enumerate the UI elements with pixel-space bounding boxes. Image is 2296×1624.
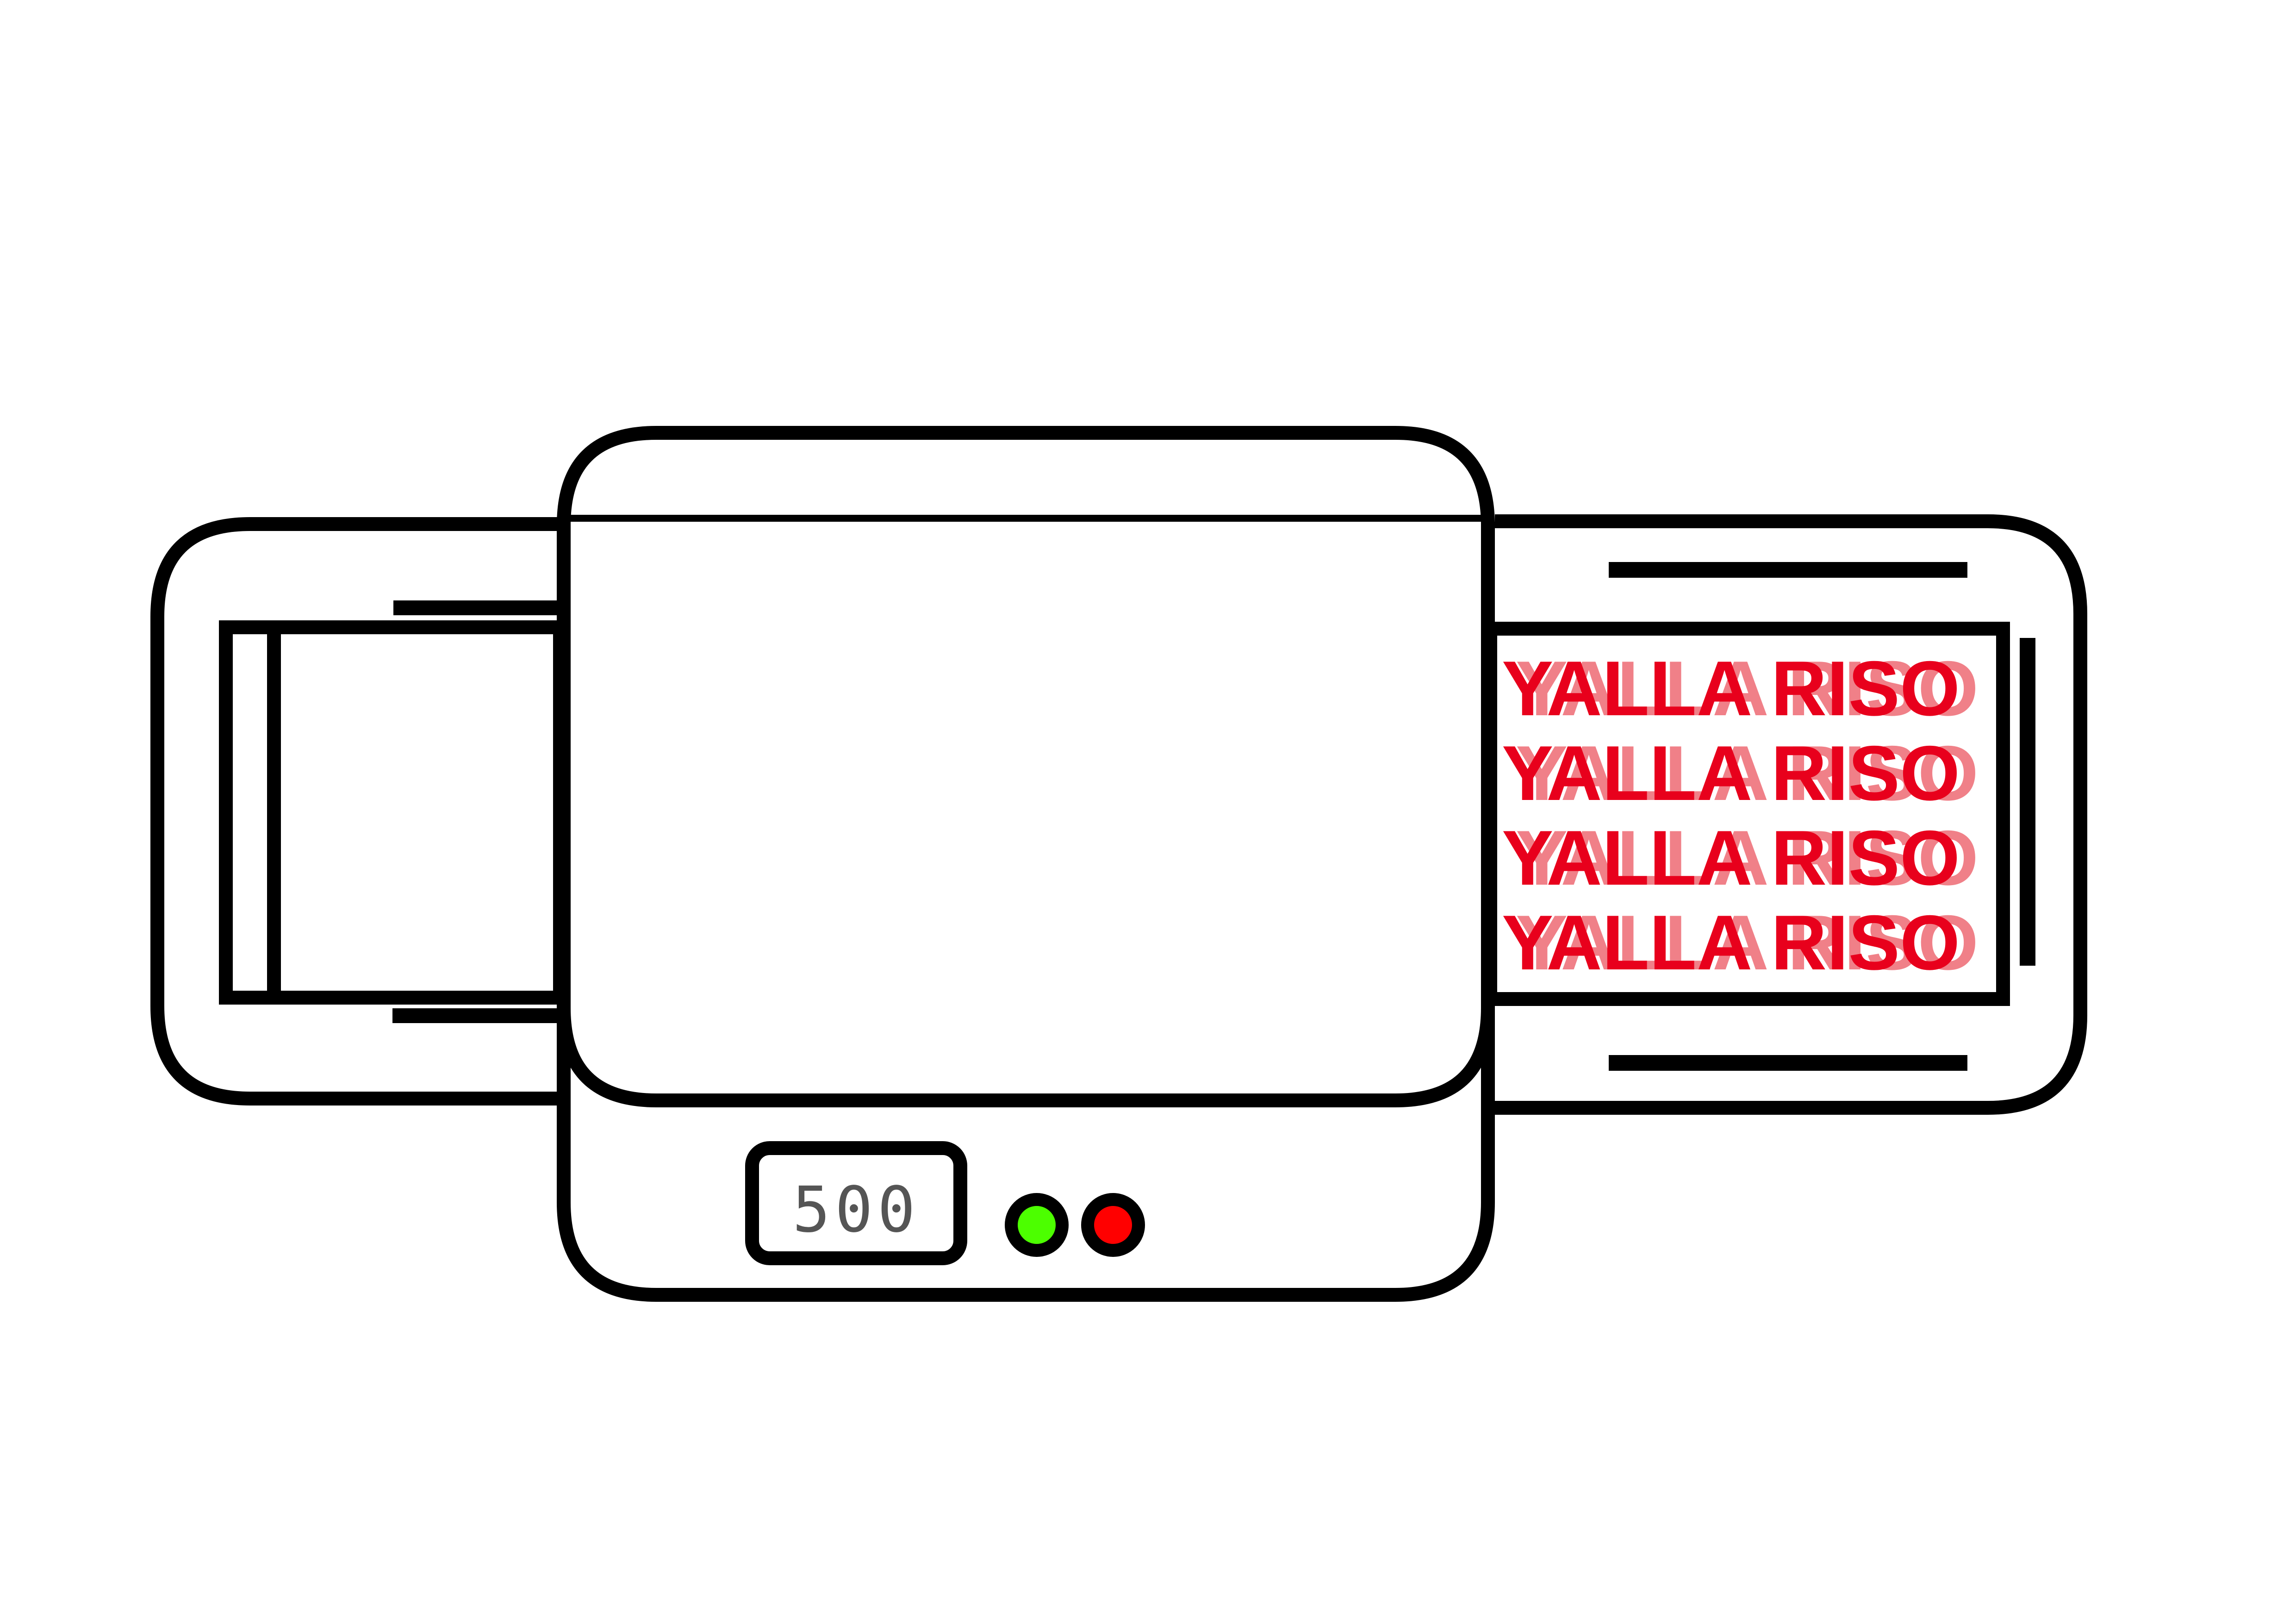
drum-cover: [557, 522, 1495, 1107]
sheet-line: YALLA RISO: [1502, 814, 1960, 901]
input-tray-outline: [150, 517, 560, 1106]
sheet-line-offset: YALLA RISO: [1516, 645, 1979, 732]
counter-display-frame: [745, 1141, 967, 1265]
error-light: [1081, 1193, 1145, 1257]
input-guide-bottom: [392, 1008, 560, 1023]
printer-body: [557, 426, 1495, 1302]
sheet-line: YALLA RISO: [1502, 730, 1960, 817]
sheet-line: YALLA RISO: [1502, 645, 1960, 732]
sheet-line-offset: YALLA RISO: [1516, 814, 1979, 901]
indicator-lights: [1005, 1193, 1145, 1257]
output-guide-top: [1609, 562, 1967, 578]
output-guide-bottom: [1609, 1055, 1967, 1071]
counter-value: 500: [792, 1174, 920, 1247]
counter-display: 500: [745, 1141, 967, 1265]
input-guide-top: [393, 600, 560, 615]
sheet-line-offset: YALLA RISO: [1516, 730, 1979, 817]
ready-light: [1005, 1193, 1069, 1257]
output-guide-side: [2020, 638, 2035, 966]
sheet-line-offset: YALLA RISO: [1516, 899, 1979, 986]
output-tray-outline: [1495, 514, 2087, 1115]
sheet-line: YALLA RISO: [1502, 899, 1960, 986]
